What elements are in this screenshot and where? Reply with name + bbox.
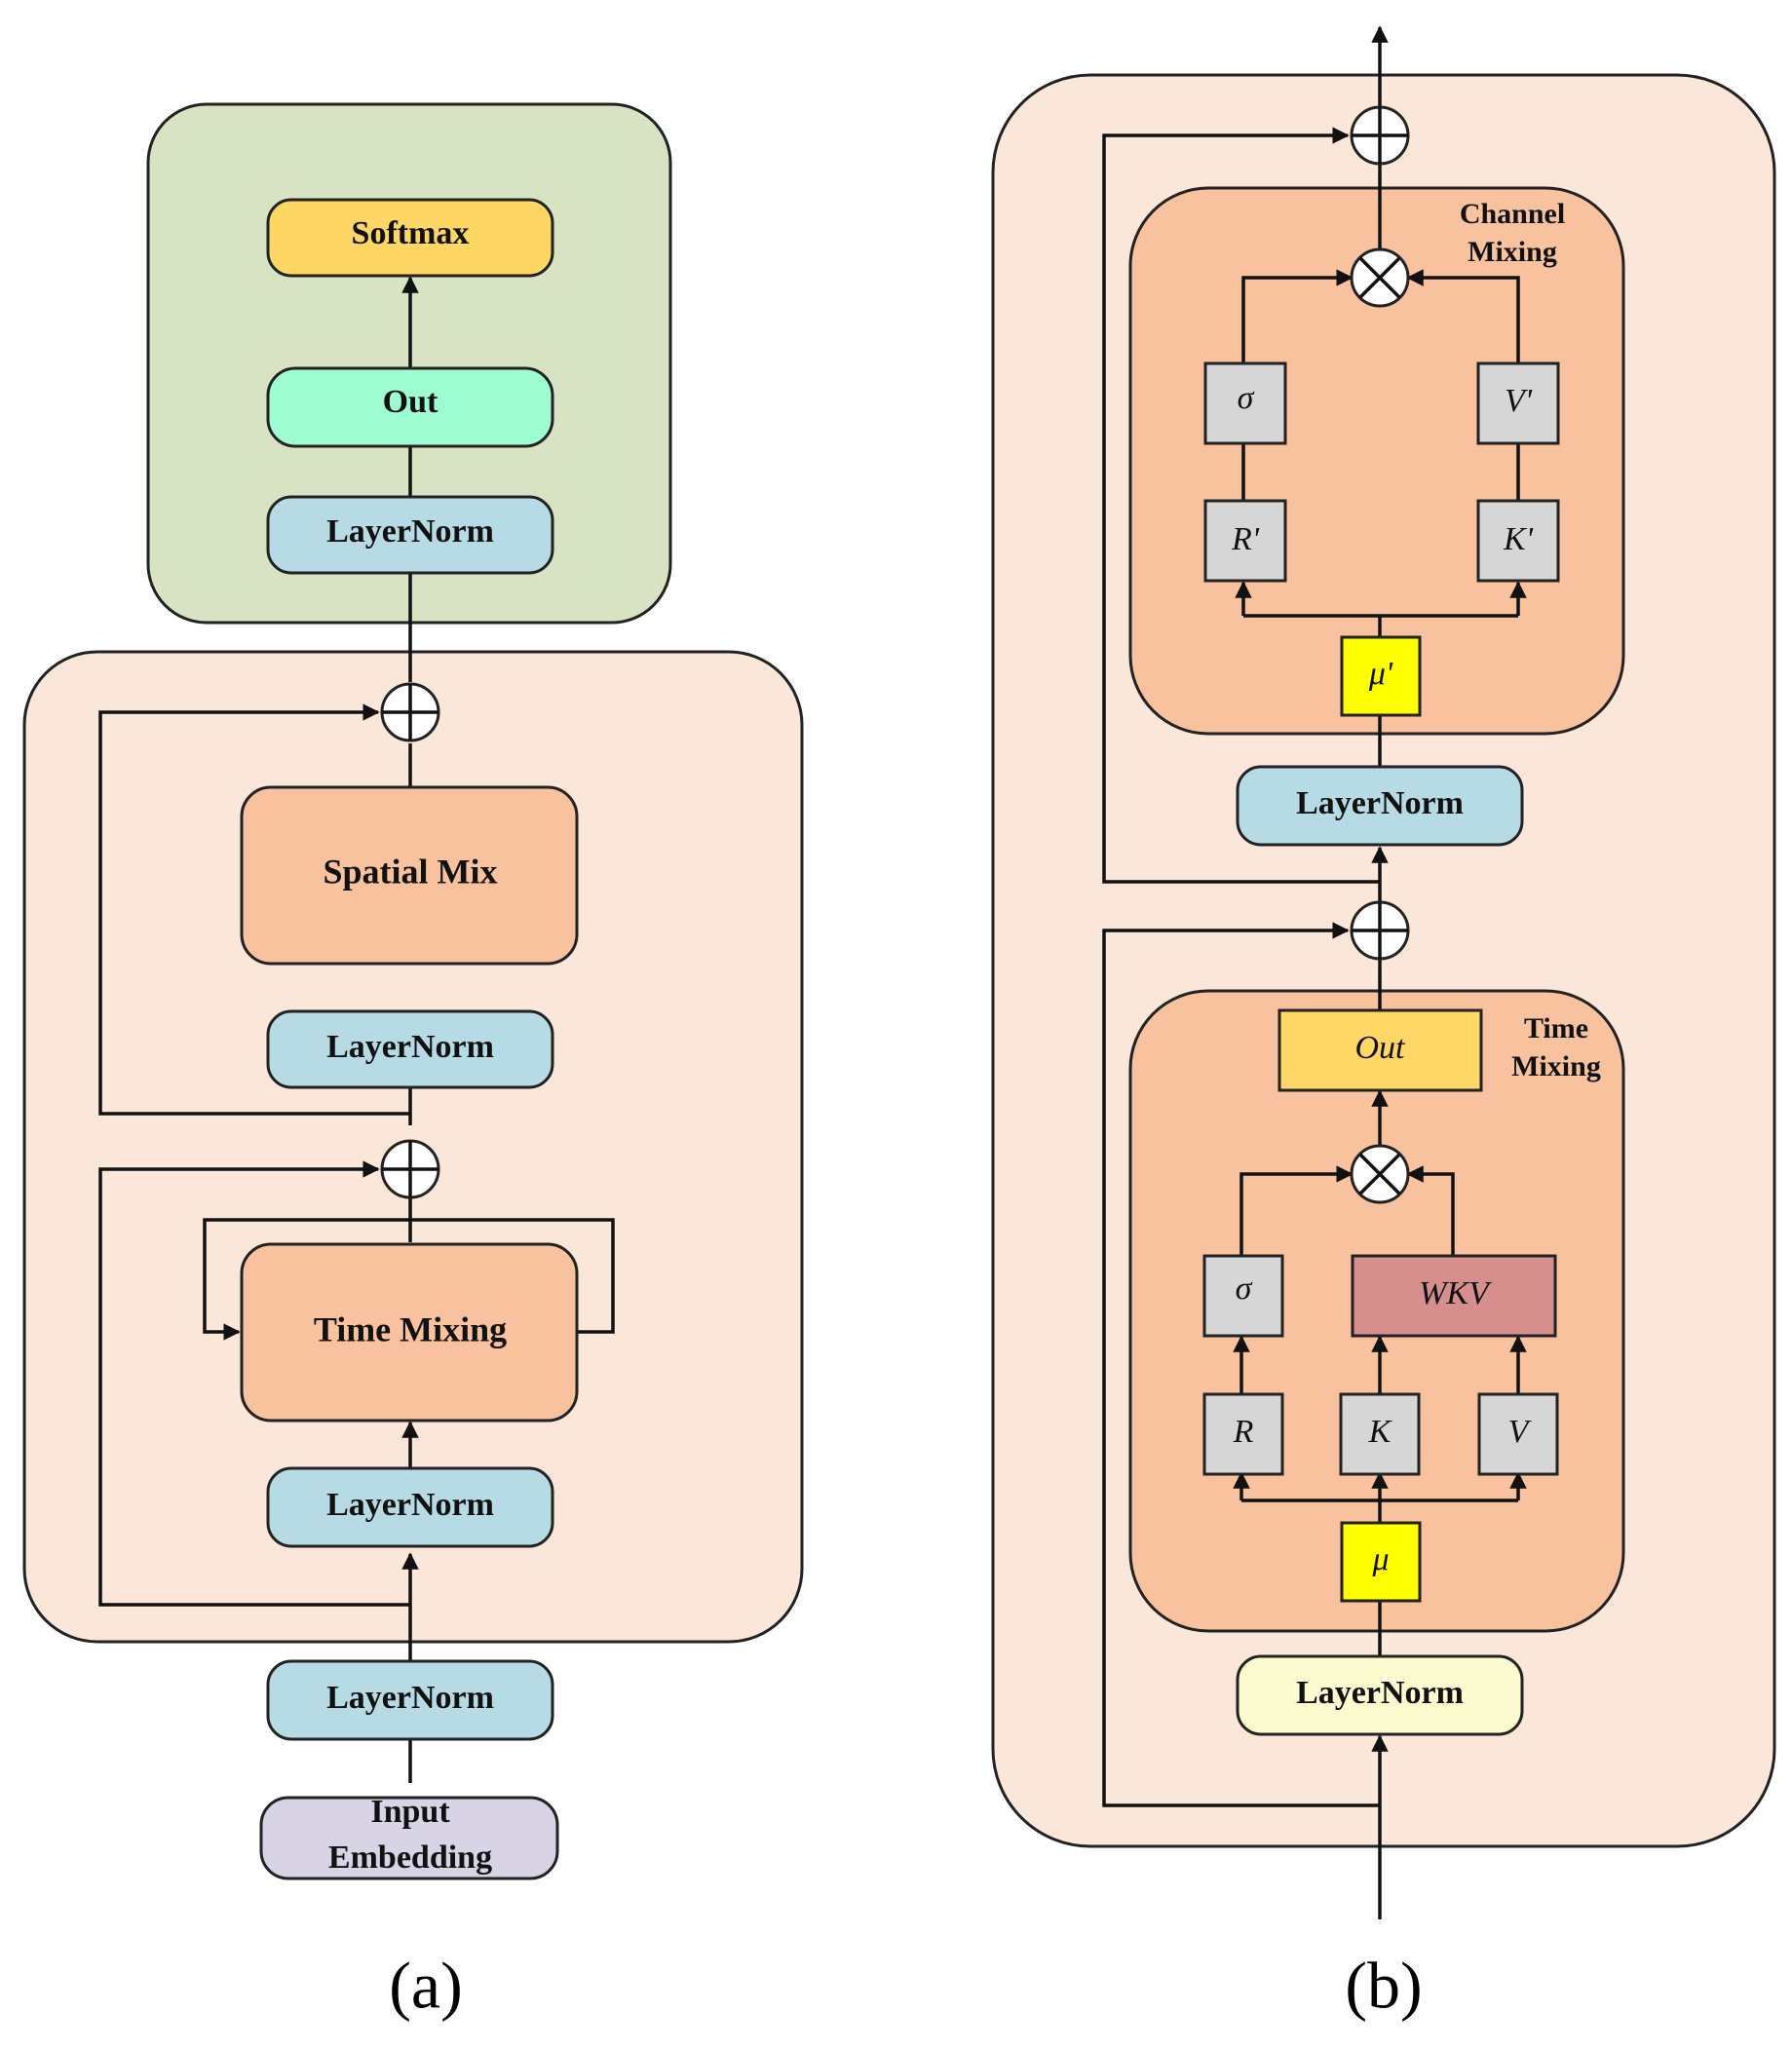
channel-residual-add-plus [1352, 107, 1408, 164]
residual-add-2-plus [382, 684, 438, 740]
channel-v-prime-box [1476, 361, 1560, 445]
time-mixing-box [240, 1242, 579, 1423]
input-layernorm-box [266, 1659, 554, 1741]
spatial-mix-box [240, 785, 579, 966]
time-layernorm-detail-label: LayerNorm [1296, 1675, 1464, 1711]
input-embedding-box [259, 1796, 559, 1880]
time-mixing-label: Time Mixing [314, 1309, 507, 1348]
out-box [266, 366, 554, 448]
time-r-label: R [1233, 1414, 1254, 1450]
time-wkv-box [1351, 1254, 1557, 1338]
time-mu-box [1340, 1521, 1422, 1603]
time-sigma-box [1202, 1254, 1284, 1338]
time-r-box [1202, 1392, 1284, 1476]
input-embedding-label-line1: Input [370, 1794, 450, 1830]
channel-layernorm-box [1236, 765, 1524, 847]
channel-mixing-title-line2: Mixing [1468, 236, 1557, 268]
head-layernorm-label: LayerNorm [326, 513, 494, 550]
time-out-box [1277, 1008, 1483, 1092]
time-wkv-label: WKV [1419, 1275, 1493, 1311]
input-embedding-label-line2: Embedding [328, 1840, 492, 1876]
softmax-label: Softmax [352, 215, 470, 251]
input-layernorm-label: LayerNorm [326, 1680, 494, 1716]
channel-r-prime-box [1203, 499, 1287, 583]
time-layernorm-detail-box [1236, 1654, 1524, 1736]
time-layernorm-label: LayerNorm [326, 1487, 494, 1523]
time-out-label: Out [1355, 1030, 1407, 1066]
channel-k-prime-label: K' [1503, 521, 1534, 557]
channel-mu-prime-box [1340, 635, 1422, 717]
time-mixing-title-line1: Time [1524, 1012, 1588, 1044]
channel-r-prime-label: R' [1231, 521, 1260, 557]
panel-b: Channel Mixing σ V' R' K' μ' LayerNorm T… [991, 25, 1776, 2023]
channel-sigma-label: σ [1238, 380, 1255, 416]
channel-layernorm-label: LayerNorm [1296, 785, 1464, 821]
channel-mu-prime-label: μ' [1368, 656, 1393, 692]
spatial-layernorm-label: LayerNorm [326, 1029, 494, 1065]
channel-k-prime-box [1476, 499, 1560, 583]
channel-multiply-cross [1358, 256, 1401, 299]
channel-sigma-box [1203, 361, 1287, 445]
spatial-layernorm-box [266, 1009, 554, 1089]
residual-add-1-plus [382, 1141, 438, 1197]
panel-a-caption: (a) [389, 1949, 462, 2023]
softmax-box [266, 198, 554, 278]
channel-mixing-container [1128, 186, 1625, 736]
time-sigma-label: σ [1236, 1271, 1253, 1307]
panel-b-wires [1102, 25, 1527, 1919]
time-multiply-cross [1358, 1153, 1401, 1195]
head-layernorm-box [266, 495, 554, 575]
time-residual-add-plus [1352, 902, 1408, 959]
time-layernorm-box [266, 1466, 554, 1548]
time-v-box [1477, 1392, 1559, 1476]
panel-b-caption: (b) [1345, 1949, 1422, 2023]
time-k-label: K [1368, 1414, 1393, 1450]
panel-a: Softmax Out LayerNorm Spatial Mix LayerN… [22, 102, 804, 2023]
spatial-mix-label: Spatial Mix [323, 852, 497, 891]
channel-mixing-title-line1: Channel [1460, 198, 1565, 230]
channel-v-prime-label: V' [1505, 383, 1533, 419]
out-label: Out [383, 384, 438, 420]
time-mixing-title-line2: Mixing [1511, 1050, 1601, 1082]
time-mu-label: μ [1371, 1541, 1389, 1577]
time-k-box [1339, 1392, 1421, 1476]
